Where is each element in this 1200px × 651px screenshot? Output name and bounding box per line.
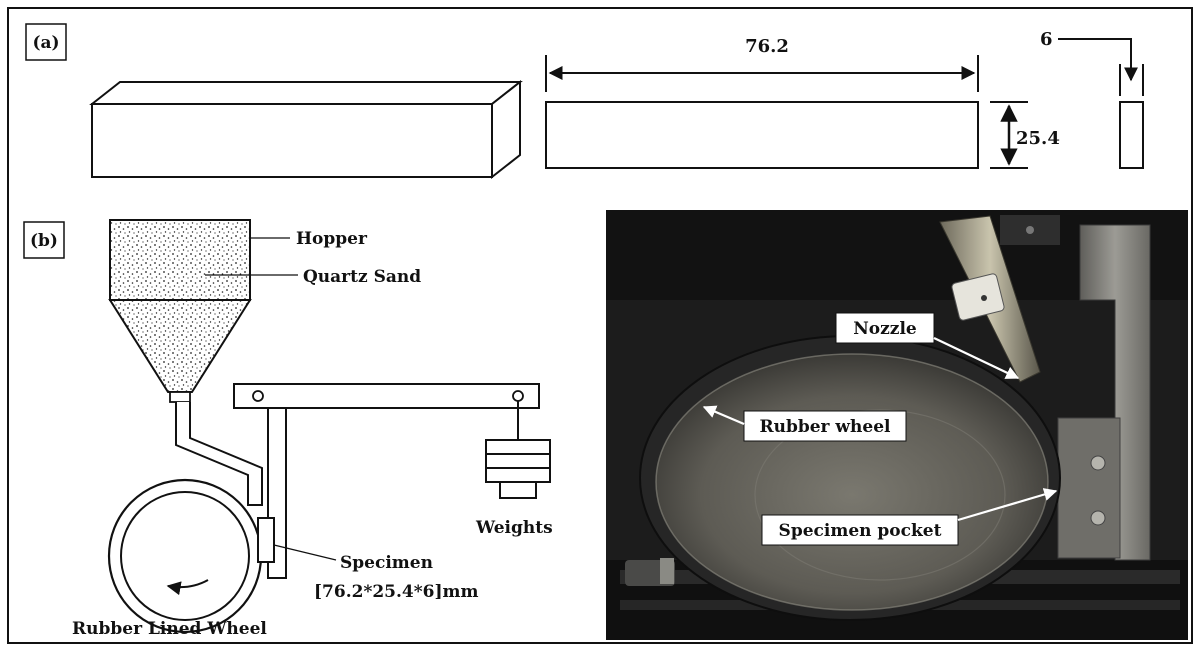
rubber-lined-wheel-label: Rubber Lined Wheel: [72, 619, 267, 639]
thickness-dimension-arrow: [1058, 38, 1138, 82]
specimen-side-view: 6: [1040, 29, 1144, 169]
feed-pipe: [175, 402, 263, 506]
panel-b-tag: (b): [30, 231, 58, 251]
nozzle: [939, 215, 1041, 383]
nozzle-label: Nozzle: [853, 319, 917, 339]
panel-b-tag-box: [23, 221, 65, 259]
rubber-lined-wheel: [107, 478, 263, 634]
specimen-block: [257, 517, 275, 563]
panel-a-tag-box: [25, 23, 67, 61]
thickness-dimension-label: 6: [1040, 29, 1053, 50]
height-dimension: 25.4: [990, 101, 1060, 169]
specimen-3d-bar: [89, 79, 523, 180]
rotation-arrow: [166, 579, 209, 596]
panel-a: (a) 76.2 25.4 6: [25, 23, 1144, 180]
quartz-sand-label: Quartz Sand: [303, 267, 421, 287]
apparatus-photo: Nozzle Rubber wheel Specimen pocket: [606, 210, 1188, 640]
hopper-label: Hopper: [296, 229, 368, 249]
specimen-pocket-callout: Specimen pocket: [761, 488, 1058, 546]
height-dimension-label: 25.4: [1016, 128, 1060, 149]
length-dimension-label: 76.2: [745, 36, 789, 57]
holder-arm: [1000, 215, 1151, 561]
weights-label: Weights: [475, 518, 553, 538]
specimen-leader: [273, 544, 337, 561]
specimen-pocket-label: Specimen pocket: [779, 521, 942, 541]
figure-border: [7, 7, 1193, 644]
specimen-size-label: [76.2*25.4*6]mm: [314, 582, 478, 602]
hopper: [108, 219, 252, 403]
rubber-wheel: [639, 335, 1061, 621]
rubber-wheel-label: Rubber wheel: [759, 417, 891, 437]
specimen-label: Specimen: [340, 553, 433, 573]
panel-b: (b): [23, 219, 553, 639]
rubber-wheel-callout: Rubber wheel: [702, 405, 907, 442]
specimen-front-view: 76.2: [545, 36, 979, 169]
panel-a-tag: (a): [32, 33, 59, 53]
weights: [485, 401, 551, 499]
nozzle-callout: Nozzle: [835, 312, 1020, 379]
